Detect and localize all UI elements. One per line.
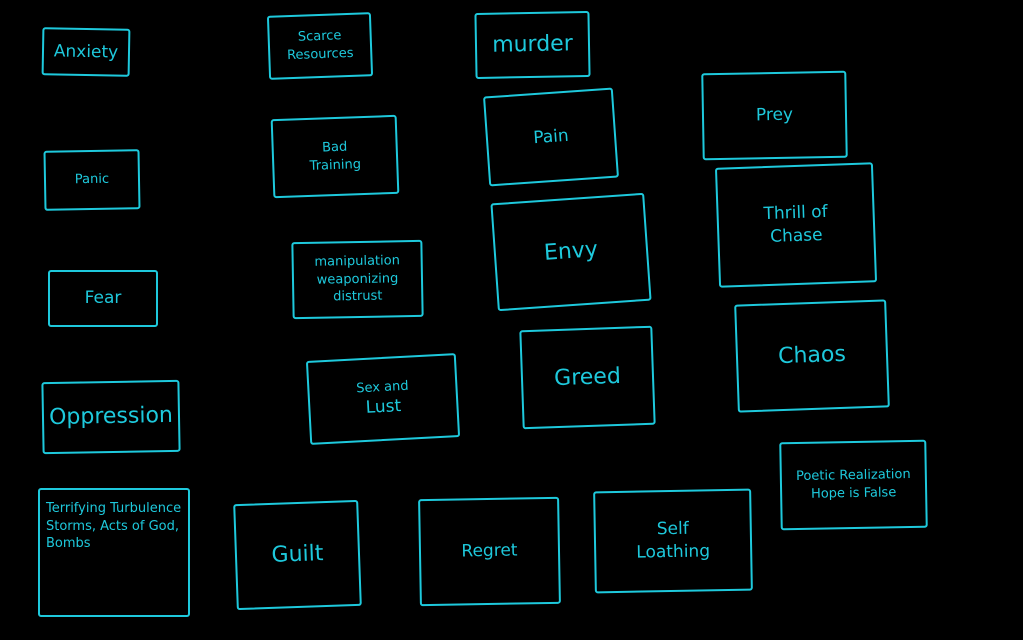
box-prey: Prey: [701, 70, 848, 161]
box-chaos: Chaos: [734, 299, 890, 413]
label-line: Bombs: [46, 536, 91, 552]
label-line: Self: [656, 518, 689, 540]
label: Chaos: [777, 341, 847, 370]
label-line: Scarce: [297, 28, 342, 46]
label-line: Lust: [365, 396, 402, 419]
label: Anxiety: [53, 40, 119, 63]
box-anxiety: Anxiety: [41, 27, 131, 77]
label-line: Training: [309, 156, 362, 174]
box-regret: Regret: [418, 496, 561, 607]
label-line: Loathing: [636, 541, 711, 563]
box-greed: Greed: [519, 325, 656, 430]
box-fear: Fear: [48, 270, 158, 327]
label-line: Sex and: [355, 378, 409, 397]
label-line: Hope is False: [810, 485, 897, 502]
label-line: Thrill of: [763, 201, 828, 225]
label-line: distrust: [333, 288, 383, 305]
label: Fear: [84, 288, 122, 309]
box-pain: Pain: [483, 87, 619, 187]
label: murder: [491, 31, 573, 58]
label: Prey: [755, 104, 794, 126]
label: Pain: [532, 125, 570, 148]
label-line: Chase: [769, 225, 823, 247]
box-oppression: Oppression: [41, 379, 181, 455]
box-murder: murder: [474, 11, 591, 79]
box-panic: Panic: [43, 149, 141, 211]
label: Greed: [553, 363, 622, 391]
label: Panic: [74, 171, 110, 188]
label-line: Terrifying Turbulence: [46, 501, 182, 516]
label-line: weaponizing: [316, 271, 399, 288]
label: Guilt: [271, 541, 324, 569]
label-line: Bad: [321, 139, 348, 156]
box-envy: Envy: [490, 192, 652, 312]
label-line: Poetic Realization: [795, 467, 911, 485]
label-line: Resources: [286, 45, 354, 64]
box-guilt: Guilt: [233, 499, 362, 611]
label-line: Storms, Acts of God,: [46, 518, 180, 534]
label: Envy: [543, 237, 599, 267]
label: Regret: [461, 540, 518, 562]
label-line: manipulation: [314, 253, 401, 270]
label: Oppression: [48, 403, 174, 431]
